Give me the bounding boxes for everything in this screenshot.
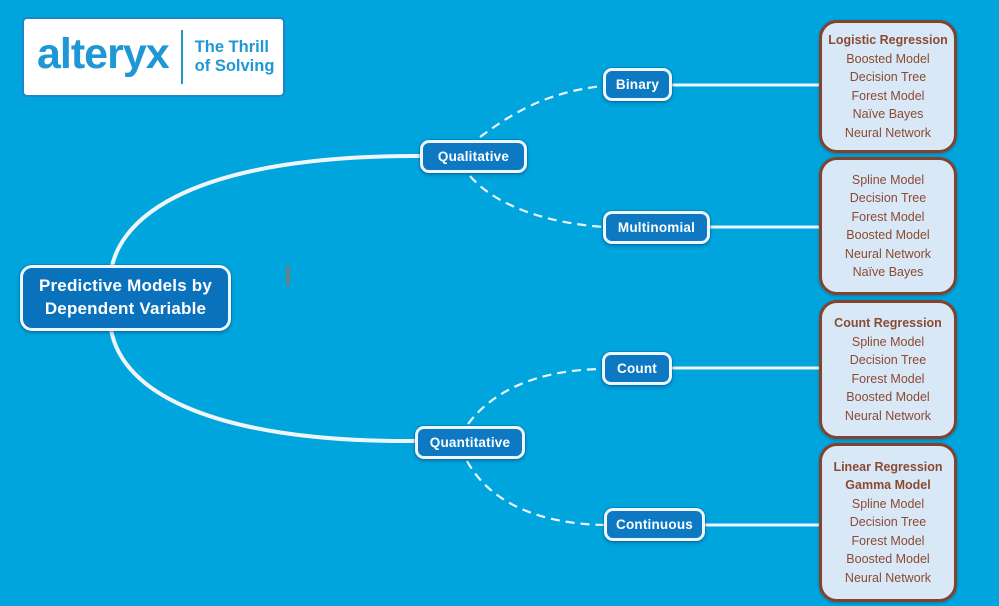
model-item: Decision Tree: [849, 191, 927, 205]
logo-tagline: The Thrill of Solving: [195, 38, 275, 76]
topic-qualitative[interactable]: Qualitative: [420, 140, 527, 173]
connector-qualitative-binary: [479, 84, 604, 138]
model-item: Forest Model: [851, 533, 925, 548]
root-topic-line1: Predictive Models by: [38, 276, 213, 296]
alteryx-wordmark: alteryx: [37, 29, 170, 78]
model-item: Boosted Model: [846, 390, 930, 404]
box-binary-models[interactable]: Logistic Regression Boosted Model Decisi…: [819, 20, 957, 153]
topic-continuous[interactable]: Continuous: [604, 508, 705, 541]
model-item: Boosted Model: [846, 51, 930, 66]
box-multinomial-models[interactable]: Spline Model Decision Tree Forest Model …: [819, 157, 957, 295]
topic-binary-label: Binary: [615, 77, 660, 92]
model-item: Linear Regression: [833, 459, 943, 474]
model-item: Spline Model: [851, 334, 925, 349]
topic-multinomial-label: Multinomial: [617, 220, 696, 235]
text-cursor: [287, 266, 289, 285]
model-item: Naïve Bayes: [852, 107, 924, 121]
model-item: Forest Model: [851, 371, 925, 386]
topic-continuous-label: Continuous: [616, 517, 693, 532]
model-item: Neural Network: [844, 570, 932, 585]
model-item: Neural Network: [844, 408, 932, 423]
model-item: Naïve Bayes: [852, 265, 924, 279]
topic-count[interactable]: Count: [602, 352, 672, 385]
connector-quantitative-count: [467, 367, 603, 425]
topic-qualitative-label: Qualitative: [437, 149, 510, 164]
alteryx-logo: alteryx The Thrill of Solving: [22, 17, 285, 97]
model-item: Decision Tree: [849, 515, 927, 530]
model-item: Spline Model: [851, 172, 925, 187]
model-item: Spline Model: [851, 496, 925, 511]
box-count-models[interactable]: Count Regression Spline Model Decision T…: [819, 300, 957, 439]
model-item: Forest Model: [851, 209, 925, 224]
topic-count-label: Count: [617, 361, 657, 376]
connector-root-qualitative: [107, 153, 421, 291]
model-item: Neural Network: [844, 125, 932, 140]
root-topic-line2: Dependent Variable: [44, 299, 207, 318]
connector-root-quantitative: [107, 309, 419, 444]
model-item: Count Regression: [834, 316, 942, 330]
topic-quantitative-label: Quantitative: [429, 435, 511, 450]
model-item: Gamma Model: [845, 478, 931, 493]
topic-binary[interactable]: Binary: [603, 68, 672, 101]
model-item: Neural Network: [844, 246, 932, 261]
model-item: Forest Model: [851, 88, 925, 103]
connector-quantitative-continuous: [466, 460, 606, 527]
topic-quantitative[interactable]: Quantitative: [415, 426, 525, 459]
logo-divider: [180, 30, 183, 84]
box-continuous-models[interactable]: Linear Regression Gamma Model Spline Mod…: [819, 443, 957, 602]
model-item: Logistic Regression: [828, 33, 948, 47]
model-item: Boosted Model: [846, 228, 930, 242]
model-item: Decision Tree: [849, 70, 927, 84]
model-item: Boosted Model: [846, 552, 930, 567]
logo-tagline-line2: of Solving: [194, 57, 275, 75]
topic-multinomial[interactable]: Multinomial: [603, 211, 710, 244]
logo-tagline-line1: The Thrill: [194, 38, 269, 56]
connector-qualitative-multinomial: [469, 175, 605, 229]
root-topic-predictive-models[interactable]: Predictive Models by Dependent Variable: [20, 265, 231, 331]
model-item: Decision Tree: [849, 353, 927, 367]
